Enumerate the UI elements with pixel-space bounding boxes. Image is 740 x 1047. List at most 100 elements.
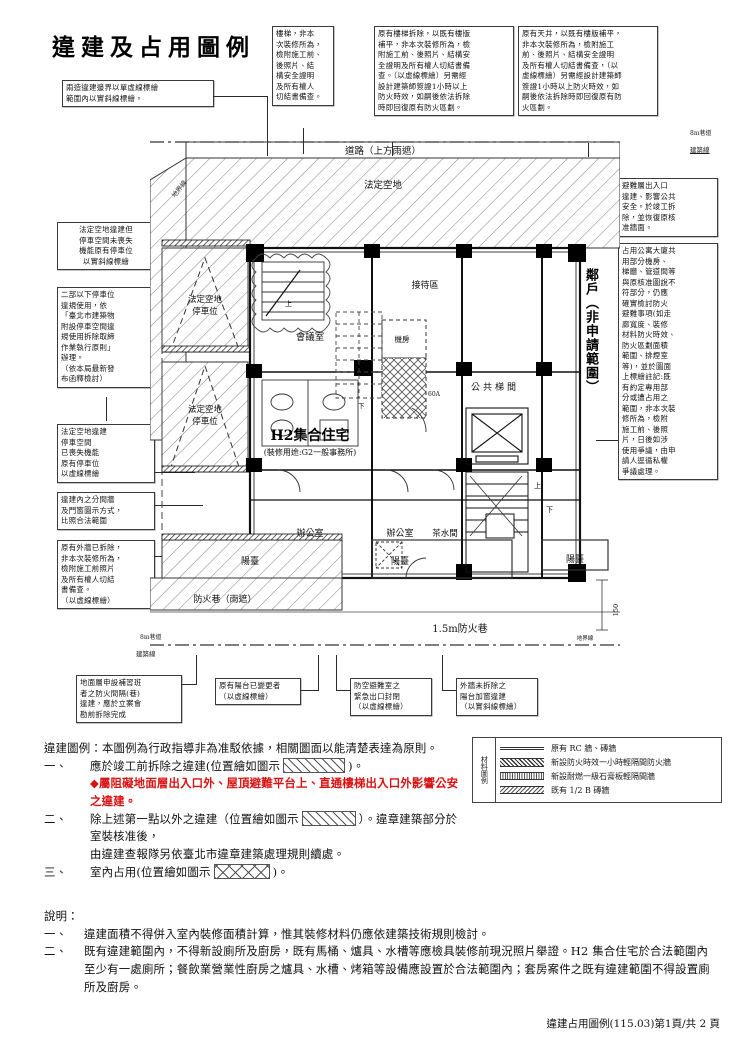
plan-label-building-line-bottom: 建築線 bbox=[136, 650, 156, 658]
legend-text-3b: )。 bbox=[272, 864, 289, 879]
leader-line bbox=[303, 128, 304, 154]
plan-label-tea-room: 茶水間 bbox=[432, 528, 458, 539]
material-swatch-rc-icon bbox=[500, 744, 544, 752]
plan-label-parking-1b: 停車位 bbox=[192, 306, 218, 317]
swatch-diagonal-2 bbox=[301, 810, 356, 826]
plan-label-down-1: 下 bbox=[358, 402, 365, 410]
leader-line bbox=[318, 655, 319, 691]
notes-marker-1: 一、 bbox=[44, 926, 68, 941]
plan-label-balcony-2: 陽臺 bbox=[391, 555, 409, 567]
material-legend-row: 新設耐燃一級石膏板輕隔間牆 bbox=[500, 769, 717, 783]
callout-ground-floor-cram-school: 地面層申設補習班 者之防火間隔(巷) 違建，應於立案會 勘前拆除完成 bbox=[76, 675, 182, 724]
plan-label-building-line-top: 建築線 bbox=[690, 146, 710, 154]
legend-text-1b: )。 bbox=[348, 758, 365, 773]
legend-item-2: 二、 除上述第一點以外之違建（位置繪如圖示）。違章建築部分於室裝核准後， 由違建… bbox=[44, 810, 464, 864]
material-legend-title: 材料圖例 bbox=[473, 738, 496, 802]
leader-line bbox=[155, 505, 203, 506]
callout-two-or-fewer-parking: 二部以下停車位 違規使用，依 「臺北市建築物 附設停車空間違 規使用拆除取締 作… bbox=[57, 287, 155, 388]
plan-label-common-stair: 公共梯間 bbox=[471, 381, 519, 393]
callout-partition-style: 違建內之分間牆 及門窗圖示方式， 比照合法範圍 bbox=[57, 492, 155, 530]
plan-label-h2-title: H2集合住宅 bbox=[271, 427, 350, 444]
plan-label-road: 道路（上方雨遮） bbox=[345, 145, 421, 157]
callout-escape-floor-entrance: 避難層出入口 違建、影響公共 安全。於竣工拆 除，並恢復原核 准牆面。 bbox=[618, 178, 718, 237]
leader-line bbox=[442, 655, 443, 691]
legend-text-2c: 由違建查報隊另依臺北市違章建築處理規則續處。 bbox=[90, 847, 345, 862]
callout-outer-wall-removed: 原有外牆已拆除， 非本次裝修所為， 檢附施工前照片 及所有權人切結 書備查。 （… bbox=[57, 540, 155, 610]
leader-line bbox=[182, 684, 196, 685]
page-title: 違建及占用圖例 bbox=[52, 34, 255, 61]
material-label-fire1h: 新設防火時效一小時輕隔間防火牆 bbox=[551, 757, 671, 767]
callout-balcony-changed: 原有陽台已變更者 （以虛線標繪） bbox=[215, 678, 301, 706]
plan-label-alley-8m-bottom: 8m巷道 bbox=[140, 634, 162, 641]
callout-balcony-window-added: 外牆未拆除之 陽台加窗違建 （以實斜線標繪） bbox=[456, 678, 538, 716]
material-label-gypsum: 新設耐燃一級石膏板輕隔間牆 bbox=[551, 771, 655, 781]
callout-parking-lost: 法定空地違建 停車空間 已喪失機能 原有停車位 以虛線標繪 bbox=[57, 424, 155, 483]
plan-label-neighbor: 鄰戶（非申請範圍） bbox=[582, 268, 598, 394]
material-legend: 材料圖例 原有 RC 牆、磚牆 新設防火時效一小時輕隔間防火牆 新設耐燃一級石膏… bbox=[472, 737, 722, 803]
callout-parking-not-lost: 法定空地違建但 停車空間未喪失 機能原有停車位 以實斜線標繪 bbox=[57, 222, 155, 271]
legend-marker-1: 一、 bbox=[44, 758, 68, 773]
plan-label-60a: 60A bbox=[428, 391, 441, 398]
legend-text-2b: ）。違章建築部分於室裝核准後， bbox=[90, 811, 458, 844]
legend-sub-red-1: ◆屬阻礙地面層出入口外、屋頂避難平台上、直通樓梯出入口外影響公安之違建。 bbox=[90, 776, 459, 809]
plan-label-meeting-room: 會議室 bbox=[296, 331, 325, 343]
legend-intro: 違建圖例：本圖例為行政指導非為准駁依據，相關圖面以能清楚表達為原則。 bbox=[44, 741, 439, 755]
leader-line bbox=[392, 142, 393, 156]
plan-label-up-1: 上 bbox=[285, 299, 292, 308]
leader-line bbox=[336, 655, 337, 691]
leader-line bbox=[214, 96, 268, 97]
notes-block: 說明： 一、 違建面積不得併入室內裝修面積計算，惟其裝修材料仍應依建築技術規則檢… bbox=[44, 908, 710, 996]
material-label-brick: 既有 1/2 B 磚牆 bbox=[551, 785, 610, 795]
legend-text-1a: 應於竣工前拆除之違建(位置繪如圖示 bbox=[90, 758, 281, 773]
plan-label-office-1: 辦公室 bbox=[296, 527, 323, 539]
plan-label-up-2: 上 bbox=[534, 481, 541, 490]
legend-text-3a: 室內占用(位置繪如圖示 bbox=[90, 864, 211, 879]
leader-line bbox=[442, 690, 456, 691]
callout-stair-not-this-work: 樓梯，非本 次裝修所為， 檢附施工前、 後照片、結 構安全證明 及所有權人 切結… bbox=[272, 26, 334, 106]
material-swatch-gypsum-icon bbox=[500, 772, 544, 780]
notes-item-2: 二、 既有違建範圍內，不得新設廁所及廚房，既有馬桶、爐具、水槽等應檢具裝修前現況… bbox=[44, 943, 710, 996]
callout-stair-removed: 原有樓梯拆除，以既有樓版 補平，非本次裝修所為，檢 附施工前、後照片、結構安 全… bbox=[374, 26, 514, 117]
plan-label-office-2: 辦公室 bbox=[386, 527, 413, 539]
leader-line bbox=[267, 96, 268, 156]
material-legend-row: 原有 RC 牆、磚牆 bbox=[500, 741, 717, 755]
plan-label-dim-150: 150 bbox=[612, 604, 620, 616]
material-label-rc: 原有 RC 牆、磚牆 bbox=[551, 743, 617, 753]
material-swatch-brick-icon bbox=[500, 786, 544, 794]
plan-label-fire-lane-15m: 1.5m防火巷 bbox=[432, 622, 487, 635]
page-footer: 違建占用圖例(115.03)第1頁/共 2 頁 bbox=[546, 1018, 720, 1030]
plan-label-legal-open-space: 法定空地 bbox=[364, 179, 403, 191]
notes-text-1: 違建面積不得併入室內裝修面積計算，惟其裝修材料仍應依建築技術規則檢討。 bbox=[84, 926, 490, 941]
plan-label-h2-sub: (裝修用途:G2一般事務所) bbox=[264, 447, 356, 457]
plan-label-parking-1a: 法定空地 bbox=[188, 294, 223, 305]
plan-label-parking-2a: 法定空地 bbox=[188, 404, 223, 415]
plan-label-reception: 接待區 bbox=[411, 279, 438, 291]
leader-line bbox=[196, 655, 197, 685]
legend-block: 違建圖例：本圖例為行政指導非為准駁依據，相關圖面以能清楚表達為原則。 一、 應於… bbox=[44, 740, 464, 881]
callout-shelter-exit-sealed: 防空避難室之 緊急出口封閉 （以虛線標繪） bbox=[350, 678, 432, 716]
callout-common-area-occupied: 占用公寓大廈共 用部分機房、 梯廳、管道間等 與原核准圖說不 符部分，仍應 確實… bbox=[618, 243, 718, 481]
material-legend-row: 既有 1/2 B 磚牆 bbox=[500, 783, 717, 797]
notes-heading: 說明： bbox=[44, 909, 79, 923]
plan-label-down-2: 下 bbox=[546, 506, 553, 514]
leader-line bbox=[596, 440, 618, 441]
plan-label-parking-2b: 停車位 bbox=[192, 416, 218, 427]
notes-marker-2: 二、 bbox=[44, 944, 68, 959]
legend-item-1: 一、 應於竣工前拆除之違建(位置繪如圖示 )。 ◆屬阻礙地面層出入口外、屋頂避難平… bbox=[44, 757, 464, 811]
legend-marker-2: 二、 bbox=[44, 811, 68, 826]
notes-item-1: 一、 違建面積不得併入室內裝修面積計算，惟其裝修材料仍應依建築技術規則檢討。 bbox=[44, 926, 710, 944]
plan-label-boundary-line: 地界線 bbox=[577, 634, 594, 642]
plan-label-fire-lane-canopy: 防火巷（雨遮） bbox=[193, 593, 256, 605]
leader-line bbox=[588, 143, 589, 157]
swatch-diagonal-1 bbox=[283, 757, 346, 773]
legend-text-2a: 除上述第一點以外之違建（位置繪如圖示 bbox=[90, 811, 299, 826]
plan-label-machine-room: 機房 bbox=[395, 334, 410, 344]
callout-boundary-marking: 兩造違建邊界以單虛線標繪 範圍內以實斜線標繪。 bbox=[62, 80, 214, 108]
swatch-cross-3 bbox=[213, 863, 270, 879]
leader-line bbox=[106, 397, 107, 421]
callout-skylight-filled: 原有天井，以既有樓版補平， 非本次裝修所為，檢附施工 前、後照片、結構安全證明 … bbox=[518, 26, 658, 117]
plan-label-alley-8m-top: 8m巷道 bbox=[690, 130, 712, 137]
plan-label-balcony-1: 陽臺 bbox=[241, 555, 259, 567]
plan-label-balcony-3: 陽臺 bbox=[566, 553, 584, 565]
